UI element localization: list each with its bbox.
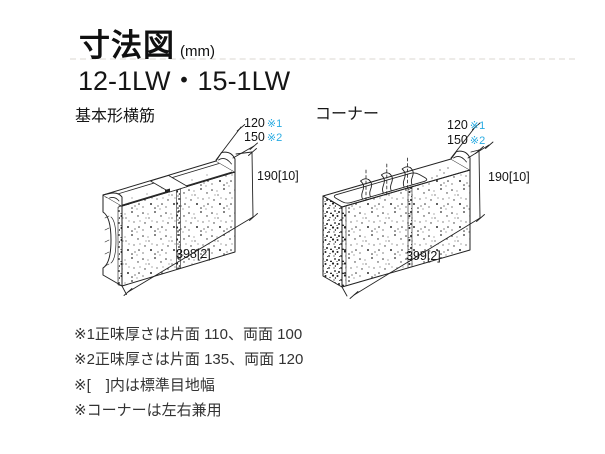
footnotes: ※1正味厚さは片面 110、両面 100 ※2正味厚さは片面 135、両面 12… — [74, 322, 303, 424]
basic-joint-groove — [176, 188, 181, 270]
title-text: 寸法図 — [79, 28, 175, 63]
dim-corner-width-1: 120※1 — [447, 118, 485, 132]
dim-value: 150 — [447, 133, 468, 147]
footnote-3: ※[ ]内は標準目地幅 — [74, 376, 215, 394]
dim-basic-length: 398[2] — [176, 247, 211, 261]
corner-dimension-lines — [341, 122, 494, 299]
ref-marker-2: ※2 — [266, 132, 283, 144]
faint-separator-rule — [70, 58, 575, 60]
basic-block-drawing — [102, 124, 258, 296]
dim-corner-length: 399[2] — [406, 249, 441, 263]
page-title: 寸法図 (mm) — [79, 20, 215, 65]
basic-end-face — [102, 194, 123, 287]
ref-marker-1: ※1 — [469, 120, 486, 132]
dim-value: 120 — [244, 116, 265, 130]
product-codes: 12-1LW・15-1LW — [78, 66, 291, 96]
footnote-1: ※1正味厚さは片面 110、両面 100 — [74, 326, 303, 343]
title-unit: (mm) — [180, 43, 215, 60]
corner-block-drawing — [322, 122, 494, 299]
dim-value: 120 — [447, 118, 468, 132]
basic-left-end-wall — [102, 192, 123, 207]
dim-value: 150 — [244, 130, 265, 144]
ref-marker-1: ※1 — [266, 118, 283, 130]
dim-basic-width-2: 150※2 — [244, 130, 282, 144]
footnote-4: ※コーナーは左右兼用 — [74, 402, 222, 420]
corner-joint-groove — [407, 187, 413, 269]
dim-basic-height: 190[10] — [257, 169, 299, 183]
diagram-label-basic: 基本形横筋 — [75, 108, 156, 125]
ref-marker-2: ※2 — [469, 135, 486, 147]
footnote-2: ※2正味厚さは片面 135、両面 120 — [74, 351, 304, 369]
dim-basic-width-1: 120※1 — [244, 116, 282, 130]
basic-dimension-lines — [121, 124, 258, 296]
dim-corner-width-2: 150※2 — [447, 133, 485, 147]
corner-web-partitions — [360, 157, 414, 203]
corner-end-face — [322, 195, 343, 288]
dim-corner-height: 190[10] — [488, 170, 530, 184]
diagram-label-corner: コーナー — [315, 106, 380, 123]
basic-center-saddle — [150, 175, 188, 193]
